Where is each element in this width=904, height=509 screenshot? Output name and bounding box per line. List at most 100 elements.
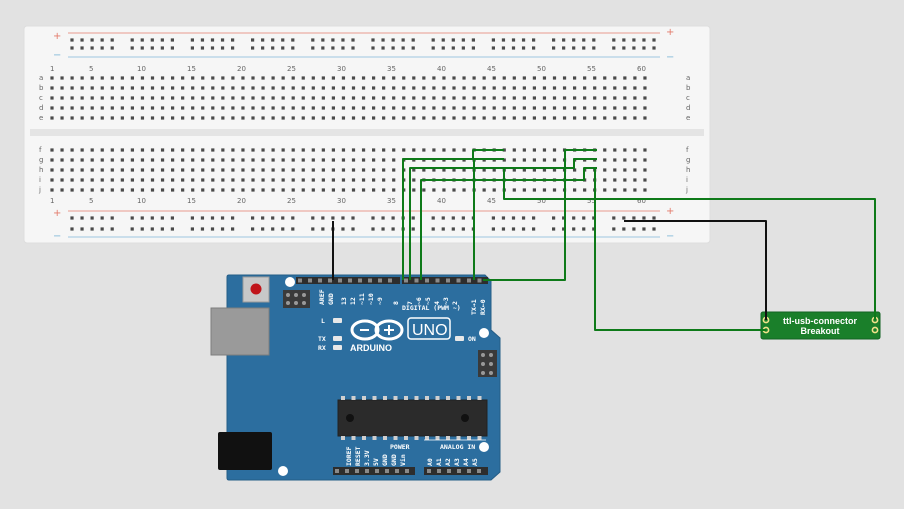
breadboard-hole[interactable] [532, 38, 536, 42]
breadboard-hole[interactable] [171, 178, 175, 182]
breadboard-hole[interactable] [291, 178, 295, 182]
breadboard-hole[interactable] [592, 38, 596, 42]
breadboard-hole[interactable] [241, 116, 245, 120]
breadboard-hole[interactable] [412, 116, 416, 120]
breadboard-hole[interactable] [150, 158, 155, 162]
breadboard-hole[interactable] [181, 116, 185, 120]
breadboard-hole[interactable] [231, 46, 235, 50]
breadboard-hole[interactable] [411, 46, 415, 50]
breadboard-hole[interactable] [80, 76, 84, 80]
breadboard-hole[interactable] [281, 86, 285, 90]
breadboard-hole[interactable] [130, 148, 134, 152]
breadboard-hole[interactable] [331, 178, 335, 182]
breadboard-hole[interactable] [382, 188, 386, 192]
breadboard-hole[interactable] [291, 168, 295, 172]
breadboard-hole[interactable] [160, 96, 165, 100]
breadboard-hole[interactable] [191, 158, 195, 162]
breadboard-hole[interactable] [341, 158, 346, 162]
breadboard-hole[interactable] [241, 168, 245, 172]
breadboard-hole[interactable] [583, 96, 587, 100]
header-pin[interactable] [348, 278, 352, 283]
breadboard-hole[interactable] [461, 38, 465, 42]
breadboard-hole[interactable] [461, 216, 465, 220]
breadboard-hole[interactable] [532, 46, 536, 50]
breadboard-hole[interactable] [432, 116, 436, 120]
breadboard-hole[interactable] [321, 148, 325, 152]
breadboard-hole[interactable] [351, 46, 355, 50]
breadboard-hole[interactable] [593, 116, 597, 120]
breadboard-hole[interactable] [612, 227, 616, 231]
breadboard-hole[interactable] [351, 178, 356, 182]
breadboard-hole[interactable] [321, 46, 325, 50]
breadboard-hole[interactable] [372, 168, 376, 172]
breadboard-hole[interactable] [361, 168, 366, 172]
breadboard-hole[interactable] [120, 148, 124, 152]
breadboard-hole[interactable] [251, 116, 255, 120]
header-pin[interactable] [425, 278, 429, 283]
breadboard-hole[interactable] [211, 96, 215, 100]
breadboard-hole[interactable] [501, 227, 506, 231]
breadboard-hole[interactable] [562, 46, 566, 50]
breadboard-hole[interactable] [522, 76, 526, 80]
breadboard-hole[interactable] [422, 168, 426, 172]
breadboard-hole[interactable] [511, 227, 516, 231]
breadboard-hole[interactable] [512, 168, 516, 172]
breadboard-hole[interactable] [482, 96, 486, 100]
breadboard-hole[interactable] [150, 76, 155, 80]
breadboard-hole[interactable] [633, 96, 637, 100]
breadboard-holes[interactable] [50, 38, 656, 231]
breadboard-hole[interactable] [160, 158, 165, 162]
breadboard-hole[interactable] [552, 76, 557, 80]
breadboard-hole[interactable] [552, 38, 556, 42]
breadboard-hole[interactable] [643, 86, 647, 90]
breadboard-hole[interactable] [431, 46, 435, 50]
breadboard-hole[interactable] [181, 86, 185, 90]
breadboard-hole[interactable] [181, 76, 185, 80]
breadboard-hole[interactable] [281, 158, 285, 162]
breadboard-hole[interactable] [451, 216, 455, 220]
breadboard-hole[interactable] [190, 216, 194, 220]
breadboard-hole[interactable] [221, 96, 225, 100]
breadboard-hole[interactable] [211, 76, 215, 80]
breadboard-hole[interactable] [341, 227, 345, 231]
breadboard-hole[interactable] [532, 116, 536, 120]
breadboard-hole[interactable] [331, 86, 335, 90]
breadboard-hole[interactable] [422, 148, 426, 152]
breadboard-hole[interactable] [532, 216, 536, 220]
breadboard-hole[interactable] [120, 106, 124, 110]
breadboard-hole[interactable] [623, 148, 627, 152]
breadboard-hole[interactable] [90, 216, 94, 220]
breadboard-hole[interactable] [613, 76, 617, 80]
breadboard-hole[interactable] [491, 216, 495, 220]
breadboard-hole[interactable] [382, 96, 386, 100]
breadboard-hole[interactable] [231, 76, 235, 80]
header-pin[interactable] [456, 278, 461, 283]
breadboard-hole[interactable] [321, 38, 325, 42]
breadboard-hole[interactable] [181, 188, 185, 192]
breadboard-hole[interactable] [351, 86, 356, 90]
breadboard-hole[interactable] [50, 168, 54, 172]
breadboard-hole[interactable] [261, 46, 265, 50]
breadboard-hole[interactable] [251, 216, 255, 220]
breadboard-hole[interactable] [200, 38, 205, 42]
header-pin[interactable] [318, 278, 322, 283]
breadboard-hole[interactable] [412, 106, 416, 110]
breadboard-hole[interactable] [190, 227, 194, 231]
breadboard-hole[interactable] [220, 46, 225, 50]
breadboard-hole[interactable] [80, 86, 84, 90]
breadboard-hole[interactable] [100, 227, 104, 231]
arduino-uno-board[interactable]: AREF GND 13 12 ~11 ~10 ~9 8 7 ~6 ~5 4 ~3… [210, 274, 501, 481]
breadboard-hole[interactable] [351, 168, 356, 172]
breadboard-hole[interactable] [60, 116, 64, 120]
breadboard-hole[interactable] [231, 148, 235, 152]
breadboard-hole[interactable] [120, 188, 124, 192]
breadboard-hole[interactable] [140, 46, 144, 50]
breadboard-hole[interactable] [80, 158, 84, 162]
breadboard-hole[interactable] [311, 46, 315, 50]
breadboard-hole[interactable] [321, 106, 325, 110]
breadboard-hole[interactable] [140, 96, 145, 100]
breadboard-hole[interactable] [251, 158, 255, 162]
breadboard-hole[interactable] [432, 106, 436, 110]
breadboard-hole[interactable] [482, 76, 486, 80]
breadboard-hole[interactable] [593, 76, 597, 80]
